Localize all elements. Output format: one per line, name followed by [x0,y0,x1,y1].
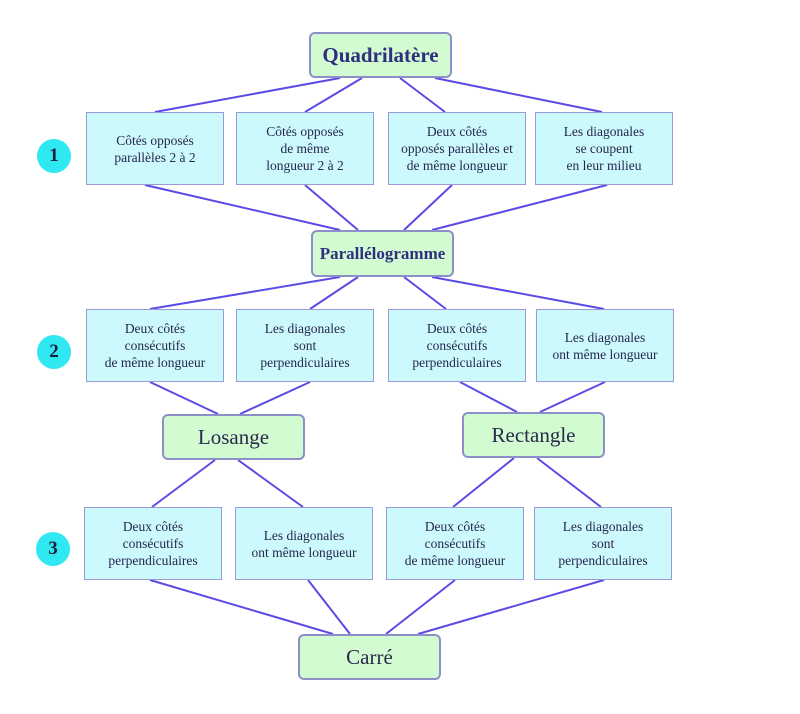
connector [403,276,447,310]
connector [149,579,334,635]
node-losange: Losange [162,414,305,460]
step-badge-1: 1 [37,139,71,173]
connector [307,579,351,635]
connector [417,579,605,635]
property-box: Deux côtés consécutifs perpendiculaires [84,507,222,580]
connector [309,276,359,310]
connector [459,381,518,413]
connector [536,457,602,508]
connector [431,276,605,310]
connector [431,184,608,231]
connector [399,77,446,113]
connector [154,77,341,113]
connector [237,459,304,508]
property-box: Côtés opposés parallèles 2 à 2 [86,112,224,185]
step-badge-2: 2 [37,335,71,369]
connector [239,381,311,415]
connector [151,459,216,508]
property-box: Les diagonales sont perpendiculaires [236,309,374,382]
property-box: Les diagonales sont perpendiculaires [534,507,672,580]
connector [403,184,453,231]
step-badge-3: 3 [36,532,70,566]
node-quadrilatere: Quadrilatère [309,32,452,78]
property-box: Deux côtés opposés parallèles et de même… [388,112,526,185]
property-box: Deux côtés consécutifs de même longueur [386,507,524,580]
connector [144,184,341,231]
node-rectangle: Rectangle [462,412,605,458]
connector [304,77,363,113]
property-box: Deux côtés consécutifs de même longueur [86,309,224,382]
connector [304,184,359,231]
node-parallelogramme: Parallélogramme [311,230,454,277]
property-box: Côtés opposés de même longueur 2 à 2 [236,112,374,185]
property-box: Les diagonales ont même longueur [235,507,373,580]
property-box: Les diagonales ont même longueur [536,309,674,382]
connector [452,457,515,508]
property-box: Les diagonales se coupent en leur milieu [535,112,673,185]
connector [539,381,606,413]
connector [149,381,219,415]
connector [149,276,341,310]
property-box: Deux côtés consécutifs perpendiculaires [388,309,526,382]
node-carre: Carré [298,634,441,680]
connector [385,579,456,635]
connector [434,77,603,113]
